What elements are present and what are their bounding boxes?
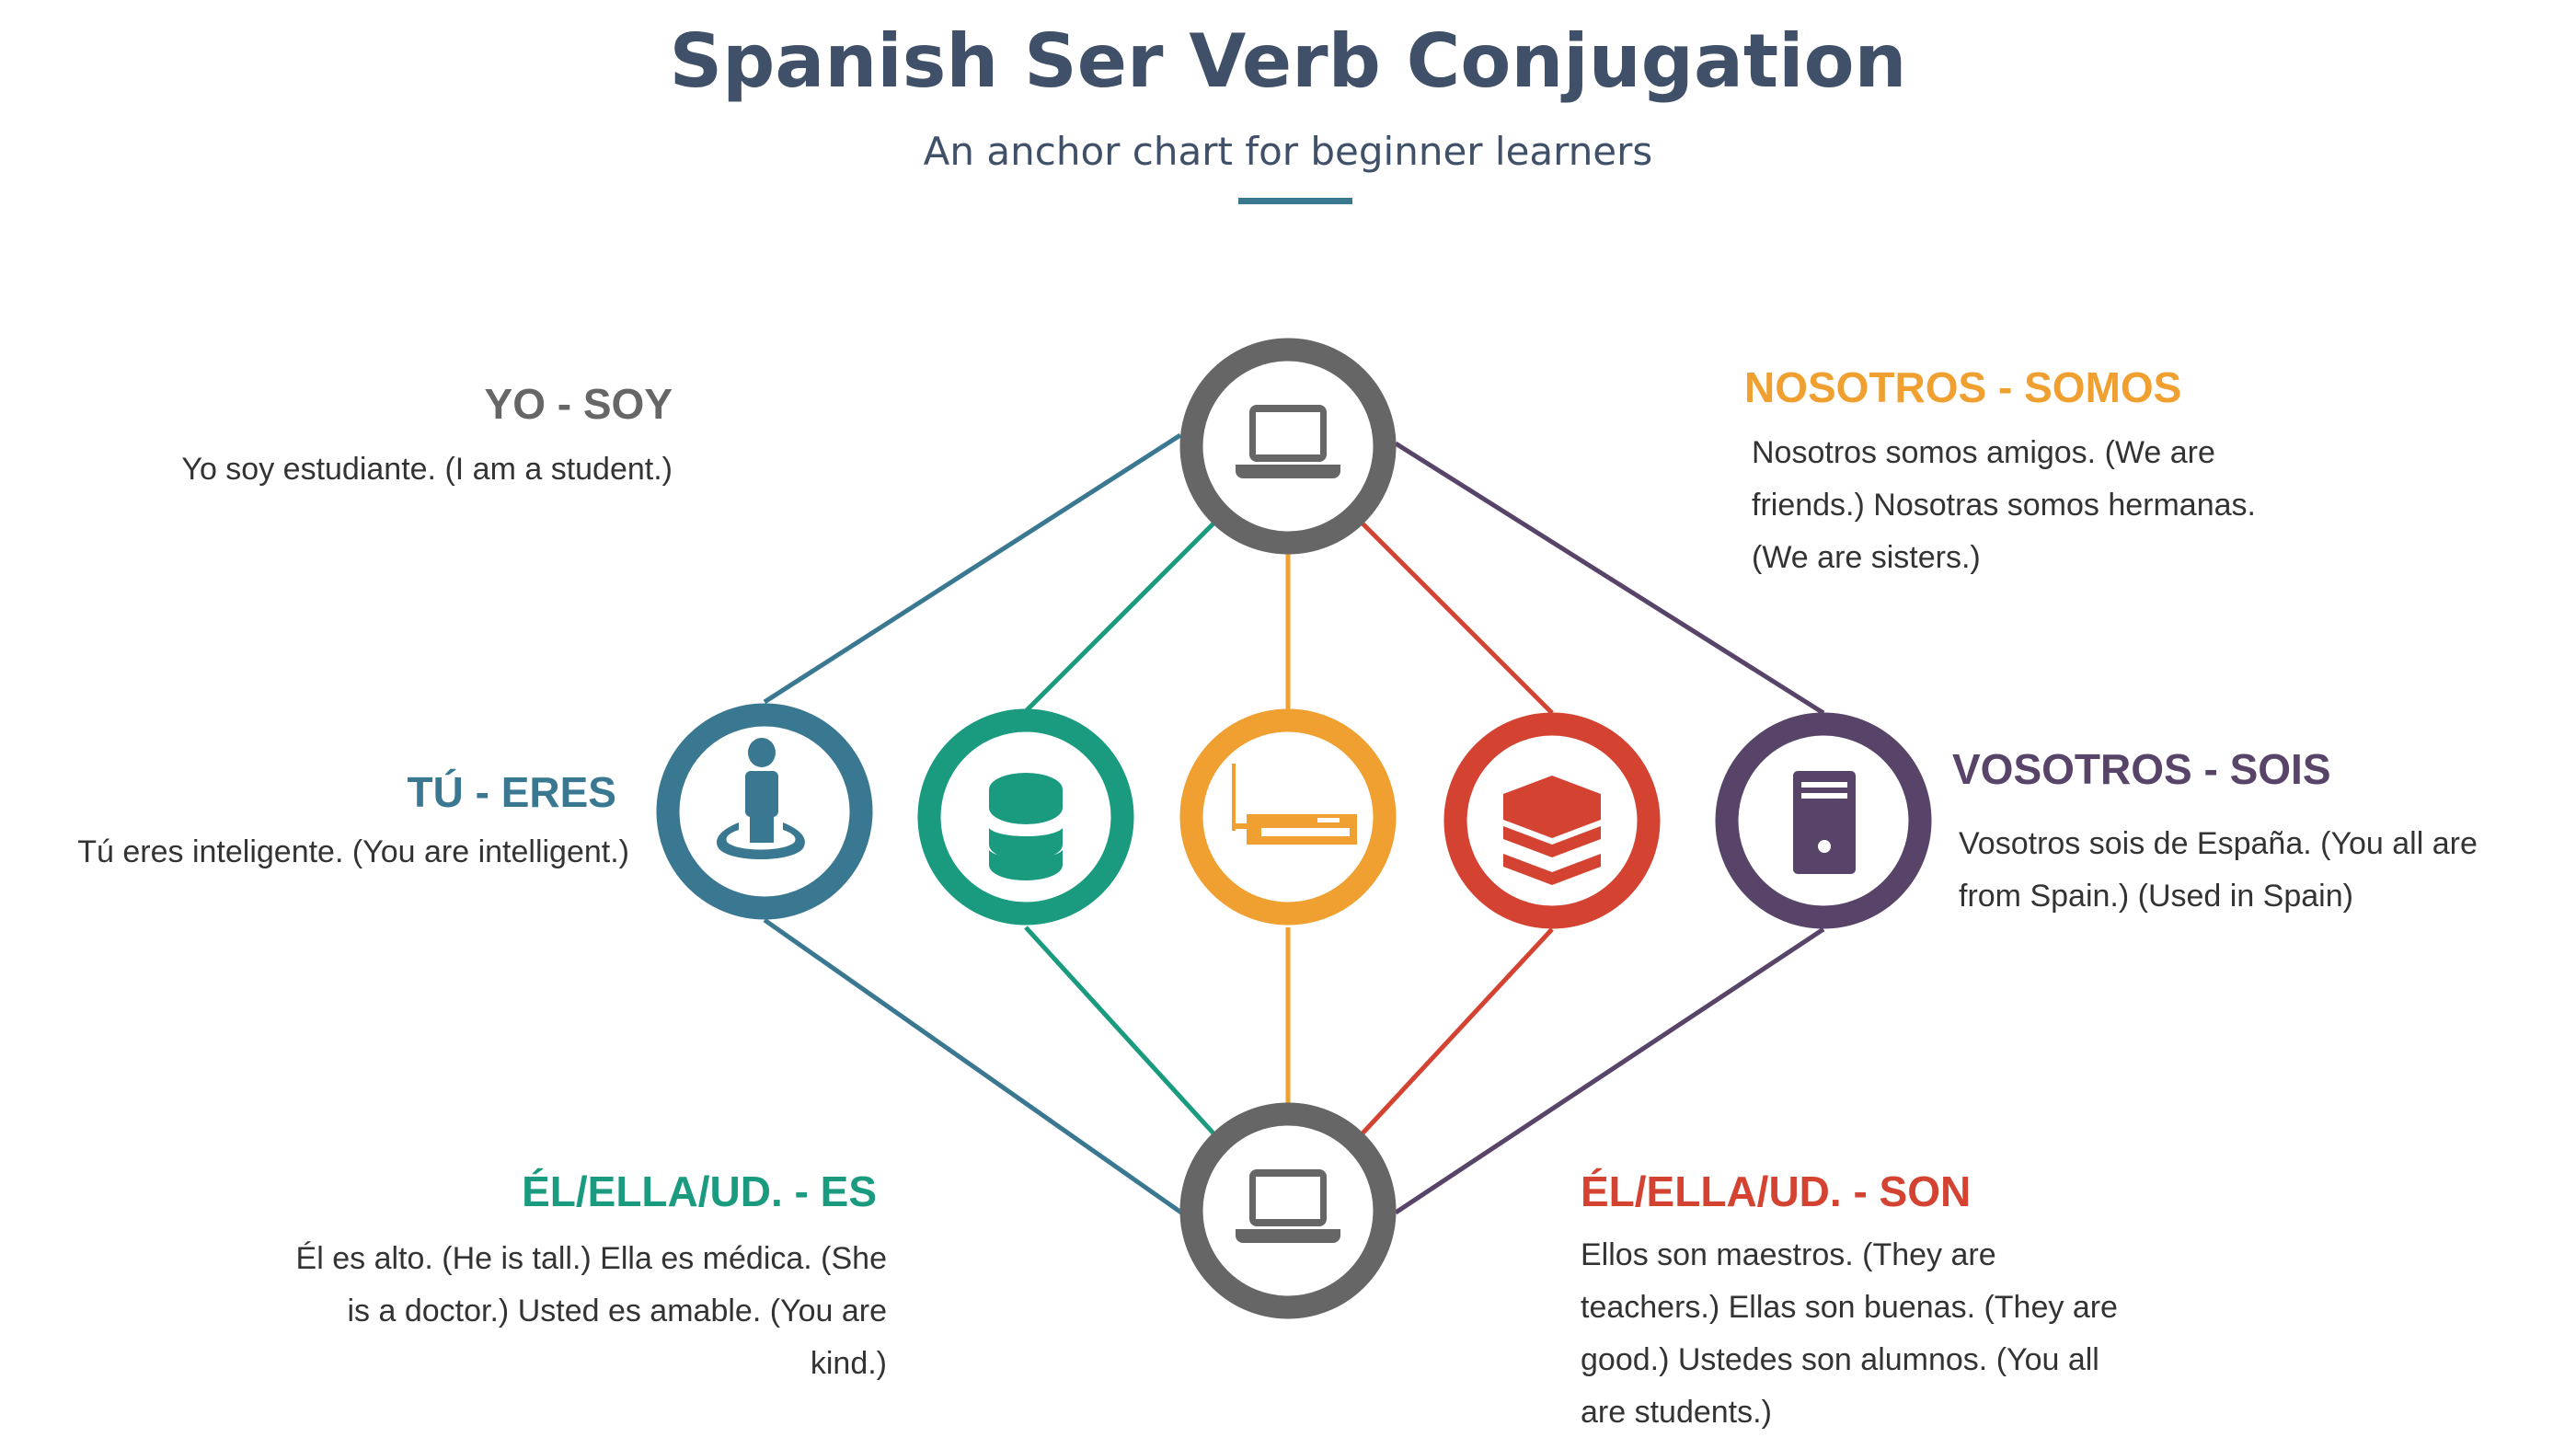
database-icon [989, 773, 1063, 880]
laptop-icon [1236, 1169, 1340, 1243]
connector [1360, 927, 1554, 1136]
connector [763, 432, 1182, 705]
connector [1024, 926, 1216, 1136]
ellos-heading: ÉL/ELLA/UD. - SON [1581, 1167, 1972, 1215]
tu-example: Tú eres inteligente. (You are intelligen… [77, 834, 629, 869]
nosotros-heading: NOSOTROS - SOMOS [1744, 363, 2182, 411]
el-heading: ÉL/ELLA/UD. - ES [522, 1167, 877, 1215]
laptop-icon [1236, 405, 1340, 478]
page-title: Spanish Ser Verb Conjugation [669, 18, 1907, 104]
yo-example: Yo soy estudiante. (I am a student.) [181, 452, 673, 487]
yo-heading: YO - SOY [484, 380, 673, 428]
nosotros-example: Nosotros somos amigos. (We are friends.)… [1752, 435, 2256, 575]
el-example: Él es alto. (He is tall.) Ella es médica… [295, 1241, 887, 1381]
title-underline [1238, 198, 1352, 204]
layers-icon [1503, 776, 1601, 885]
tu-heading: TÚ - ERES [407, 768, 616, 816]
ellos-example: Ellos son maestros. (They are teachers.)… [1581, 1237, 2118, 1430]
router-icon [1232, 764, 1357, 845]
connector [1024, 521, 1216, 713]
connector [1360, 521, 1554, 715]
person-icon [717, 738, 805, 859]
vosotros-heading: VOSOTROS - SOIS [1952, 745, 2331, 793]
connector [763, 917, 1183, 1215]
vosotros-example: Vosotros sois de España. (You all are fr… [1959, 826, 2478, 914]
server-icon [1793, 771, 1856, 874]
connector [1394, 441, 1825, 716]
page-subtitle: An anchor chart for beginner learners [923, 129, 1653, 174]
connector [1394, 926, 1825, 1215]
